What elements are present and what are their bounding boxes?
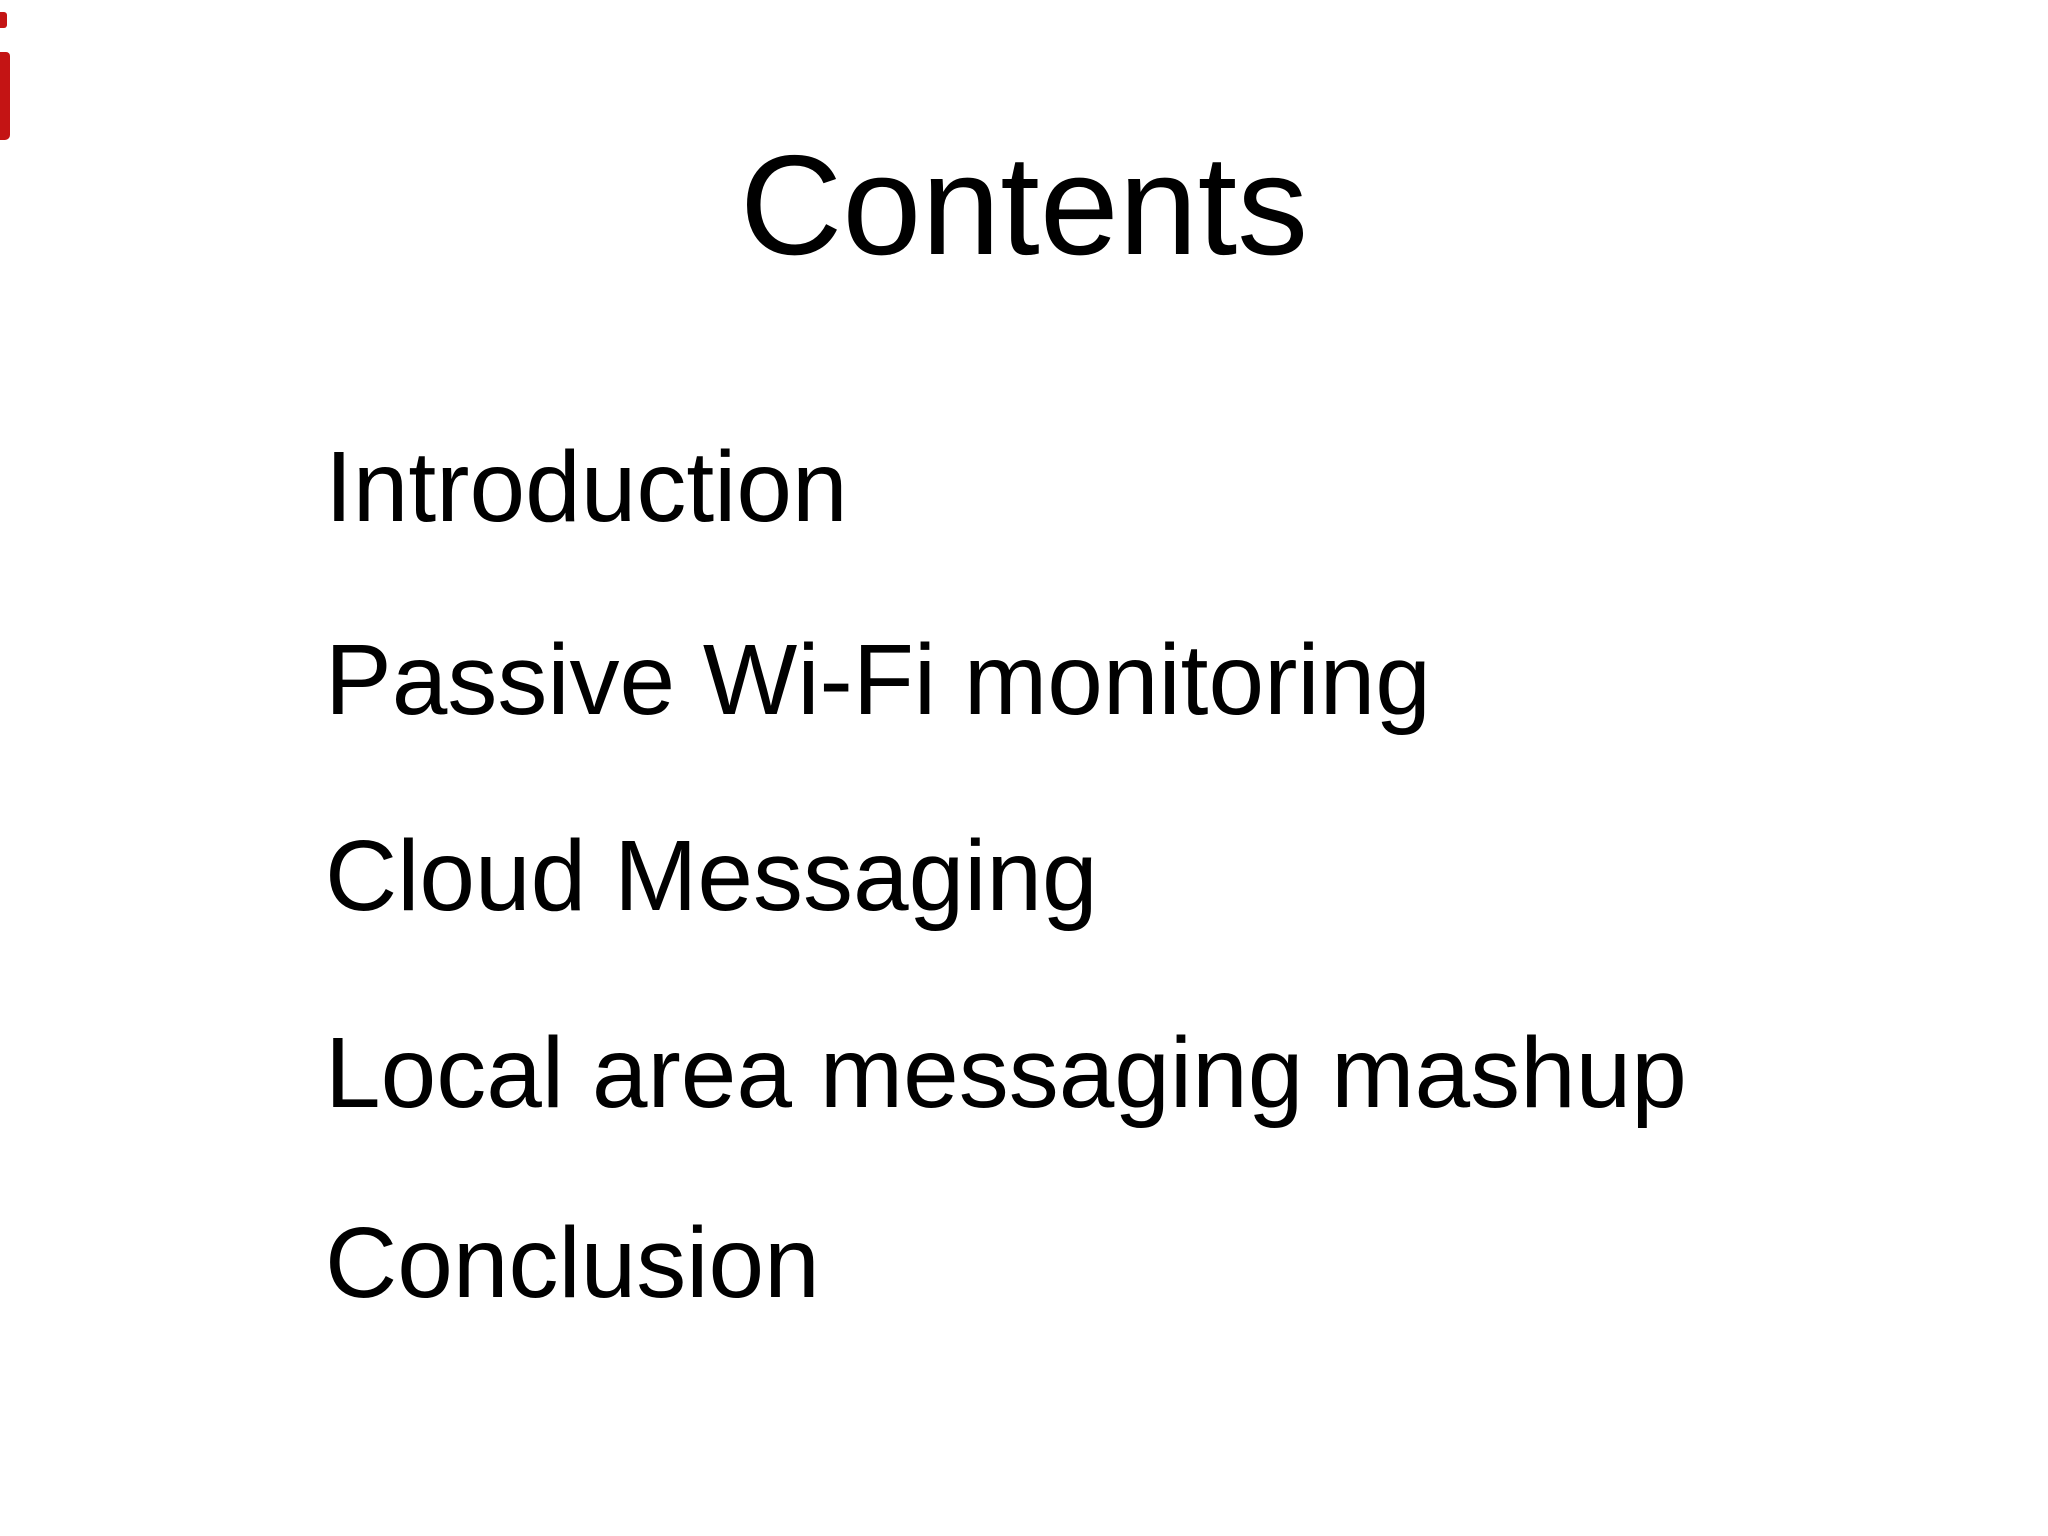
slide-title: Contents [739, 126, 1309, 285]
contents-item-passive-wifi-monitoring: Passive Wi-Fi monitoring [325, 624, 1431, 736]
contents-item-cloud-messaging: Cloud Messaging [325, 820, 1098, 932]
left-edge-artifact-top [0, 12, 7, 28]
left-edge-artifact-bottom [0, 52, 10, 140]
contents-item-introduction: Introduction [325, 431, 848, 543]
contents-item-conclusion: Conclusion [325, 1207, 820, 1319]
contents-item-local-area-messaging-mashup: Local area messaging mashup [325, 1017, 1687, 1129]
